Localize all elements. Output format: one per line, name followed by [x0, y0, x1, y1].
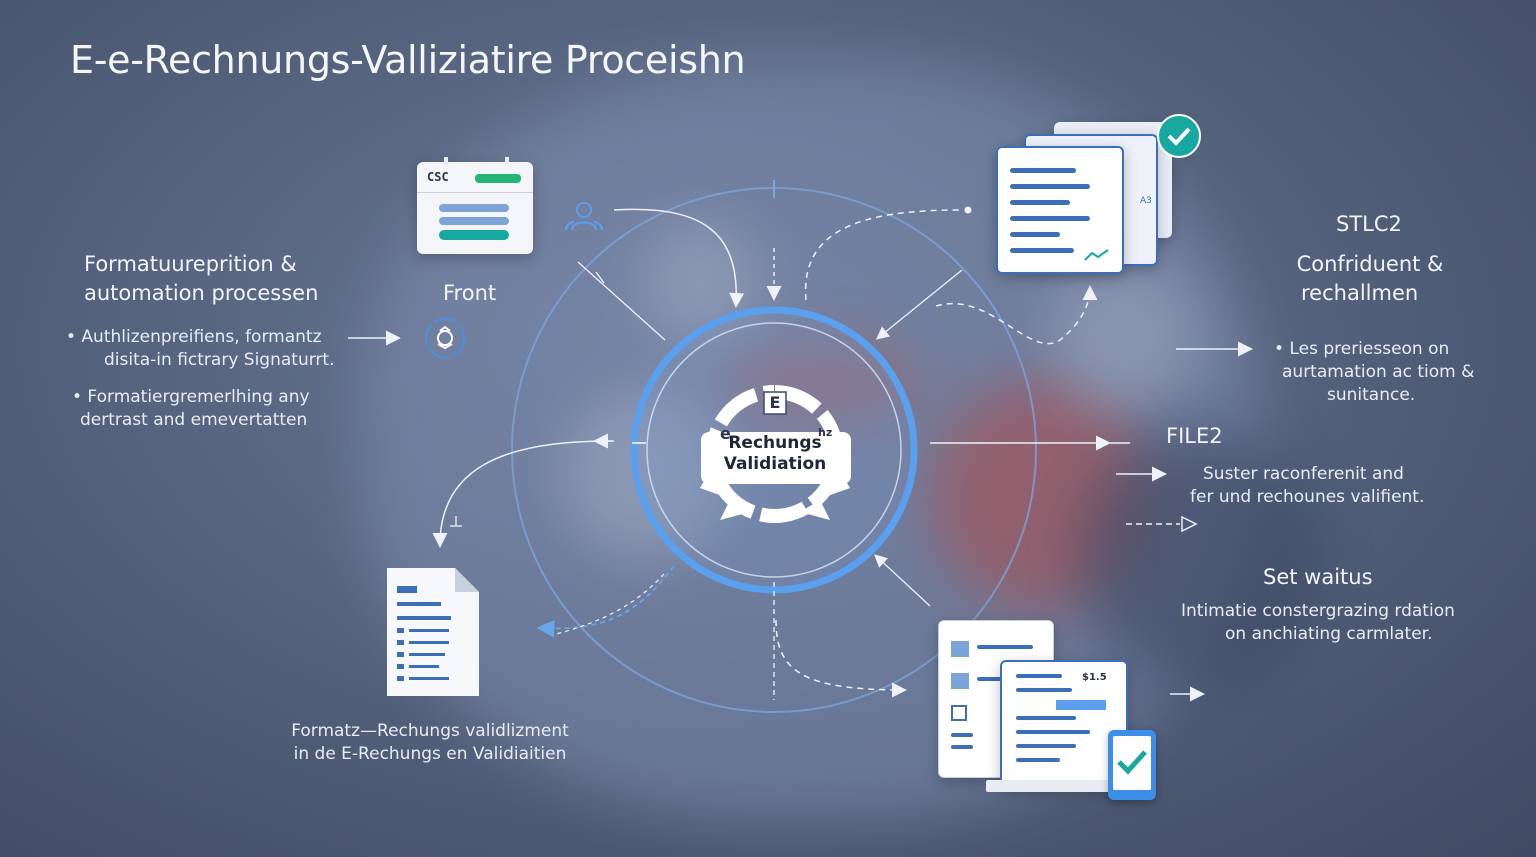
csc-card-line-1 — [439, 204, 509, 212]
status-description-line1: Intimatie constergrazing rdation — [1181, 601, 1455, 621]
doc-bottom-front-line-6 — [1016, 758, 1060, 762]
front-label: Front — [443, 281, 497, 305]
center-badge-letter: E — [769, 393, 781, 412]
file-description-line1: Suster raconferenit and — [1203, 464, 1404, 484]
doc-bottom-front-line-2 — [1016, 688, 1072, 692]
center-label-line1: Rechungs — [728, 433, 822, 453]
doc-bottom-back-box-3 — [951, 705, 967, 721]
trend-line-icon — [1084, 249, 1109, 261]
doc-bottom-back-box-1 — [951, 641, 969, 657]
status-heading: Set waitus — [1263, 565, 1373, 589]
document-stack-back-1-tag: A3 — [1140, 196, 1152, 206]
left-heading: Formatuureprition & automation processen — [84, 250, 318, 308]
document-bottom-front: $1.5 — [1000, 660, 1128, 788]
right-bullet: • Les preriesseon on aurtamation ac tiom… — [1274, 338, 1474, 407]
doc-bottom-front-line-1 — [1016, 674, 1062, 678]
center-right-letter: hz — [818, 426, 833, 439]
csc-card-line-2 — [439, 217, 509, 225]
file-label: FILE2 — [1166, 424, 1223, 448]
stlc-label: STLC2 — [1336, 212, 1402, 236]
bottom-caption: Formatz—Rechungs validlizment in de E-Re… — [250, 720, 610, 766]
csc-card-label: CSC — [427, 170, 449, 184]
doc-bottom-front-line-4 — [1016, 730, 1090, 734]
status-description: Intimatie constergrazing rdation on anch… — [1181, 600, 1455, 646]
center-validation-emblem — [700, 385, 851, 523]
left-bullet-2-line2: dertrast and emevertatten — [80, 410, 308, 430]
gear-cycle-icon — [425, 318, 465, 358]
csc-card-divider — [417, 192, 533, 193]
doc-top-line-6 — [1010, 248, 1074, 253]
csc-card-line-3 — [439, 230, 509, 240]
csc-card-tab-left — [444, 157, 448, 165]
left-heading-line1: Formatuureprition & — [84, 252, 297, 276]
page-title: E-e-Rechnungs-Valliziatire Proceishn — [70, 38, 746, 82]
doc-bottom-front-highlight — [1056, 700, 1106, 710]
csc-card: CSC — [417, 162, 533, 254]
confidence-heading-line1: Confriduent & — [1296, 252, 1444, 276]
confidence-heading: Confriduent & rechallmen — [1280, 250, 1460, 308]
document-icon-bottom-left — [387, 568, 479, 696]
center-label-line2: Validiation — [723, 454, 827, 474]
doc-bottom-back-line-1 — [977, 645, 1033, 649]
doc-bottom-back-line-3 — [951, 733, 973, 737]
left-bullet-1-line1: • Authlizenpreifiens, formantz — [66, 327, 322, 347]
doc-top-line-3 — [1010, 200, 1070, 205]
tablet-device — [1108, 730, 1156, 800]
center-left-letter: e — [720, 424, 731, 443]
status-description-line2: on anchiating carmlater. — [1225, 624, 1433, 644]
doc-bottom-front-line-5 — [1016, 744, 1076, 748]
document-front-top — [996, 146, 1124, 274]
left-bullet-1-line2: disita-in fictrary Signaturrt. — [104, 350, 335, 370]
doc-bottom-front-line-3 — [1016, 716, 1076, 720]
left-bullet-2-line1: • Formatiergremerlhing any — [72, 387, 310, 407]
center-label: Rechungs Validiation — [700, 433, 850, 475]
user-group-icon — [565, 202, 603, 231]
doc-bottom-front-price: $1.5 — [1082, 672, 1107, 683]
csc-card-tab-right — [505, 157, 509, 165]
right-bullet-line1: • Les preriesseon on — [1274, 339, 1450, 359]
doc-top-line-1 — [1010, 168, 1076, 173]
doc-top-line-4 — [1010, 216, 1090, 221]
bottom-caption-line1: Formatz—Rechungs validlizment — [291, 721, 569, 741]
left-bullet-2: • Formatiergremerlhing any dertrast and … — [72, 386, 310, 432]
check-badge-icon — [1157, 114, 1201, 158]
doc-bottom-back-line-4 — [951, 745, 973, 749]
bottom-caption-line2: in de E-Rechungs en Validiaitien — [293, 744, 567, 764]
left-bullet-1: • Authlizenpreifiens, formantz disita-in… — [66, 326, 334, 372]
csc-card-status-bar — [475, 174, 521, 183]
tablet-check-icon — [1117, 750, 1147, 775]
file-description-line2: fer und rechounes valifient. — [1190, 487, 1425, 507]
document-bottom-base — [986, 780, 1112, 792]
right-bullet-line3: sunitance. — [1327, 385, 1416, 405]
doc-top-line-2 — [1010, 184, 1090, 189]
right-bullet-line2: aurtamation ac tiom & — [1282, 362, 1475, 382]
file-description: Suster raconferenit and fer und rechoune… — [1190, 463, 1424, 509]
doc-top-line-5 — [1010, 232, 1060, 237]
doc-bottom-back-box-2 — [951, 673, 969, 689]
confidence-heading-line2: rechallmen — [1301, 281, 1419, 305]
left-heading-line2: automation processen — [84, 281, 319, 305]
